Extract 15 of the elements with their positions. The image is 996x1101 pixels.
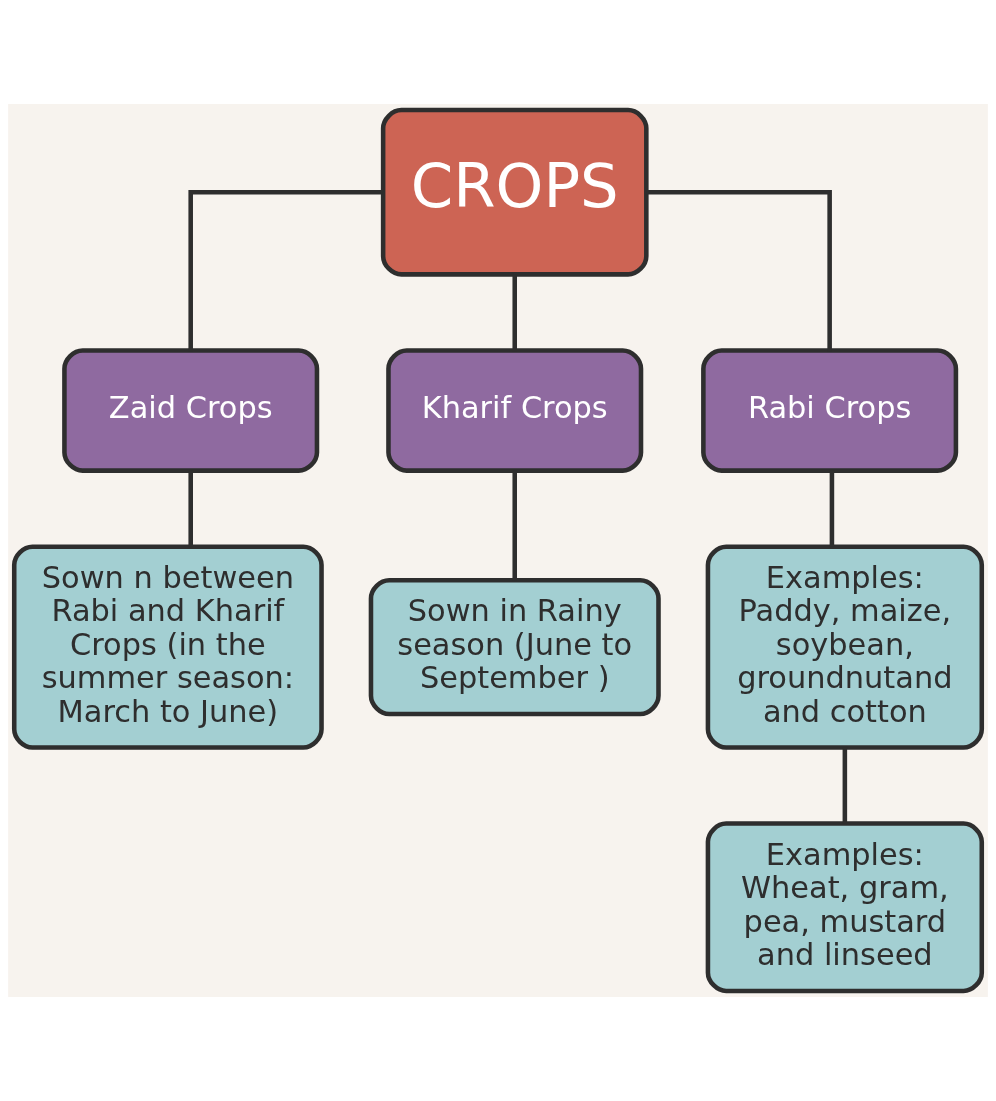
node-box: Zaid Crops [62, 348, 320, 473]
node-box: Sown n between Rabi and Kharif Crops (in the summer season: March to June) [11, 544, 324, 750]
connector [188, 189, 383, 352]
connector [646, 189, 832, 352]
connector [188, 470, 193, 547]
connector [512, 470, 517, 581]
node-box: Examples: Wheat, gram, pea, mustard and linseed [705, 821, 985, 994]
connector [829, 470, 835, 547]
node-box: CROPS [380, 107, 649, 277]
node-box: Kharif Crops [386, 348, 644, 473]
node-box: Rabi Crops [701, 348, 959, 473]
node-box: Examples: Paddy, maize, soybean, groundnutand and cotton [705, 544, 985, 750]
connector [512, 274, 517, 352]
connector [842, 747, 848, 824]
node-box: Sown in Rainy season (June to September ) [368, 577, 661, 717]
